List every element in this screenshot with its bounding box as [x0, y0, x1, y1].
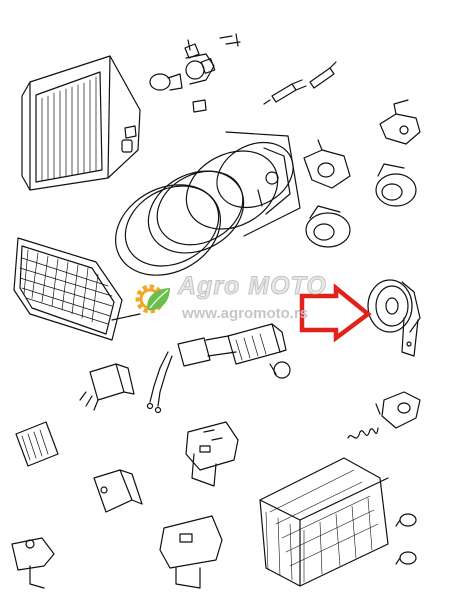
- lamp-bulb-b: [395, 551, 417, 565]
- flasher-relay: [79, 363, 135, 411]
- rear-lamp-cage: [259, 457, 389, 587]
- small-bulb: [309, 61, 337, 89]
- watermark: Agro MOTO www.agromoto.rs: [130, 272, 340, 328]
- bulb-with-socket: [149, 39, 216, 113]
- headlight-ring-assembly: [114, 131, 301, 276]
- regulator-unit: [15, 421, 59, 467]
- headlight-mount-clamp-left: [303, 139, 351, 189]
- rubber-grommet-lower: [305, 205, 351, 248]
- return-spring: [347, 427, 379, 439]
- mounting-bracket: [379, 99, 421, 145]
- rubber-grommet-upper: [375, 163, 417, 207]
- watermark-url: www.agromoto.rs: [182, 305, 309, 322]
- gear-leaf-logo-icon: [135, 284, 170, 314]
- clamp-bracket-lower-left: [11, 537, 55, 589]
- headlight-housing: [21, 55, 141, 191]
- headlight-grille: [13, 237, 141, 341]
- turn-signal-indicator: [146, 323, 287, 414]
- control-switch-lower: [159, 515, 223, 589]
- callout-mark: [219, 33, 241, 47]
- red-arrow-icon: [299, 283, 372, 343]
- control-switch-upper: [185, 421, 239, 487]
- bulb-plug: [263, 79, 307, 105]
- bracket-plate: [375, 391, 421, 429]
- lamp-bulb-a: [395, 513, 417, 527]
- horn: [367, 279, 421, 357]
- watermark-title: Agro MOTO: [178, 272, 327, 301]
- small-bulb-signal: [269, 361, 291, 379]
- ignition-coil-box: [93, 469, 143, 513]
